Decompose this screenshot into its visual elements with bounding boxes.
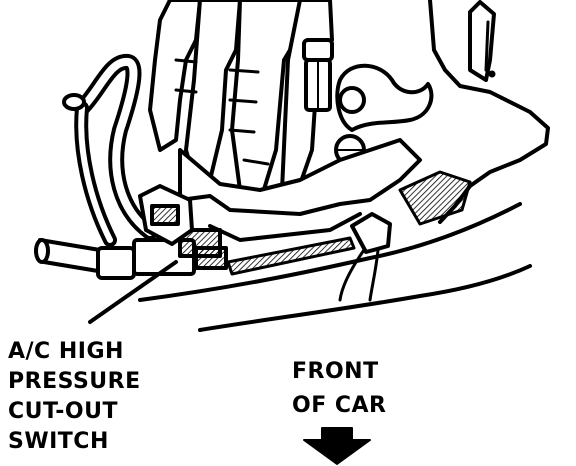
connector-hatch: [150, 204, 180, 226]
harness-wire: [368, 248, 380, 302]
bracket-slot: [484, 20, 490, 72]
coil-connector: [398, 170, 472, 226]
ac-line-end-cap: [62, 93, 86, 111]
runner-rib: [174, 58, 198, 64]
switch-hatch: [194, 246, 228, 270]
manifold-runner-1: [148, 0, 202, 152]
runner-rib: [228, 68, 260, 74]
harness-wire: [338, 248, 366, 302]
callout-line: PRESSURE: [8, 369, 141, 394]
front-of-car-label: FRONT OF CAR: [292, 352, 387, 420]
ac-line-horizontal: [38, 238, 106, 274]
callout-line: A/C HIGH: [8, 339, 124, 364]
engine-lower-housing: [178, 138, 422, 216]
ac-switch-callout: A/C HIGH PRESSURE CUT-OUT SWITCH: [8, 337, 141, 457]
runner-rib: [174, 88, 198, 94]
runner-rib: [228, 98, 258, 104]
hose-clamp: [338, 86, 366, 114]
switch-fitting: [96, 246, 136, 280]
ac-line-loop-inner: [78, 58, 154, 236]
callout-line: SWITCH: [8, 429, 109, 454]
orientation-line: OF CAR: [292, 393, 387, 418]
leader-line: [88, 260, 178, 324]
mount-bracket: [468, 0, 496, 82]
frame-rail-lower: [198, 264, 532, 332]
coiled-hose: [335, 63, 434, 132]
runner-rib: [228, 128, 256, 134]
engine-ledge: [208, 212, 362, 242]
frame-rail: [138, 202, 522, 302]
down-arrow-icon: [303, 427, 371, 465]
ac-line-vertical-inner: [78, 105, 113, 243]
orientation-line: FRONT: [292, 359, 379, 384]
harness-clip: [350, 212, 392, 254]
wire-harness: [226, 236, 356, 276]
runner-rib: [242, 158, 270, 166]
callout-line: CUT-OUT: [8, 399, 118, 424]
bracket-hole-icon: [488, 70, 496, 78]
cylinder-cap: [302, 38, 334, 62]
ac-line-tip: [34, 238, 50, 264]
